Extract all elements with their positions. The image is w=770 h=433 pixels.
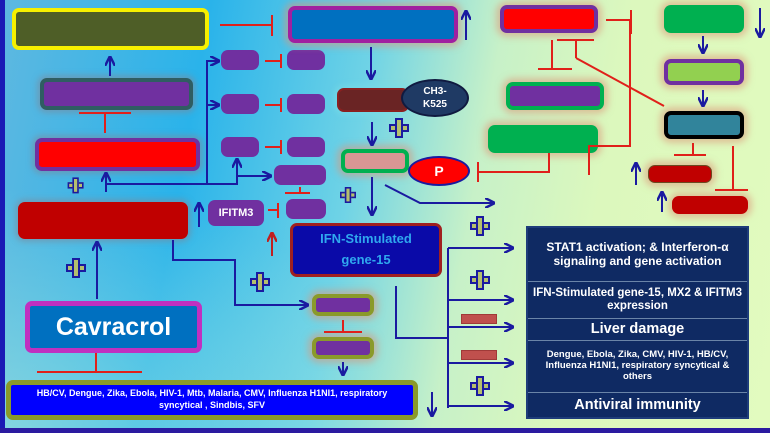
blue-node-top — [288, 6, 458, 43]
darkred-node-left — [18, 202, 188, 239]
outcome-row: Dengue, Ebola, Zika, CMV, HIV-1, HB/CV, … — [528, 341, 747, 393]
darkred-node-right-1 — [648, 165, 712, 183]
isg15-node: IFN-Stimulated gene-15 — [290, 223, 442, 277]
ifitm3-node: IFITM3 — [208, 200, 264, 226]
cavracrol-node: Cavracrol — [25, 301, 202, 353]
isg15-label: IFN-Stimulated gene-15 — [320, 231, 412, 267]
inhibition-lines — [37, 10, 748, 373]
small-purple-c1 — [221, 137, 259, 157]
activation-arrows — [97, 8, 760, 415]
lightgreen-node — [664, 59, 744, 85]
red-node-left — [35, 138, 200, 171]
outcome-row: Liver damage — [528, 319, 747, 341]
plus-icon — [470, 376, 490, 396]
arrow-pink-right — [384, 184, 493, 203]
small-purple-c2 — [287, 137, 325, 157]
phospho-label: P — [434, 163, 444, 179]
plus-icon — [389, 118, 409, 138]
plus-icon — [470, 270, 490, 290]
frame-bottom — [0, 428, 770, 433]
purple-olive-node-1 — [312, 294, 374, 316]
olive-node-top — [12, 8, 209, 50]
small-purple-e — [286, 199, 326, 219]
isg15-to-outcomes — [395, 286, 448, 339]
small-purple-d — [274, 165, 326, 185]
viruses-box: HB/CV, Dengue, Zika, Ebola, HIV-1, Mtb, … — [6, 380, 418, 420]
teal-node — [664, 111, 744, 139]
plus-icon — [340, 187, 356, 203]
purple-green-node — [506, 82, 604, 110]
outcome-row: STAT1 activation; & Interferon-α signali… — [528, 228, 747, 282]
red-node-right — [500, 5, 598, 33]
plus-icon — [66, 258, 86, 278]
outcome-row: Antiviral immunity — [574, 396, 701, 413]
ch3-k525-label: CH3- K525 — [423, 86, 447, 110]
small-purple-b2 — [287, 94, 325, 114]
arrow-branch-top — [106, 61, 218, 185]
plus-icon — [67, 177, 84, 194]
ifitm3-label: IFITM3 — [218, 207, 254, 219]
small-purple-a1 — [221, 50, 259, 70]
darkred-node-right-2 — [672, 196, 748, 214]
green-node-mid — [488, 125, 598, 153]
outcome-row: IFN-Stimulated gene-15, MX2 & IFITM3 exp… — [528, 282, 747, 319]
ch3-k525-badge: CH3- K525 — [401, 79, 469, 117]
purple-olive-node-2 — [312, 337, 374, 359]
purple-node-left — [40, 78, 193, 110]
pink-node — [341, 149, 409, 173]
maroon-node — [337, 88, 409, 112]
outcome-table: STAT1 activation; & Interferon-α signali… — [526, 226, 749, 419]
arrow-to-purple-olive — [172, 240, 307, 305]
minus-icon — [461, 350, 497, 360]
arrow-branch-up — [207, 160, 237, 185]
small-purple-a2 — [287, 50, 325, 70]
viruses-label: HB/CV, Dengue, Zika, Ebola, HIV-1, Mtb, … — [36, 388, 388, 410]
small-purple-b1 — [221, 94, 259, 114]
plus-icon — [250, 272, 270, 292]
cavracrol-label: Cavracrol — [55, 312, 172, 341]
green-node-top-right — [664, 5, 744, 33]
minus-icon — [461, 314, 497, 324]
phospho-badge: P — [408, 156, 470, 186]
plus-icon — [470, 216, 490, 236]
frame-left — [0, 0, 5, 433]
